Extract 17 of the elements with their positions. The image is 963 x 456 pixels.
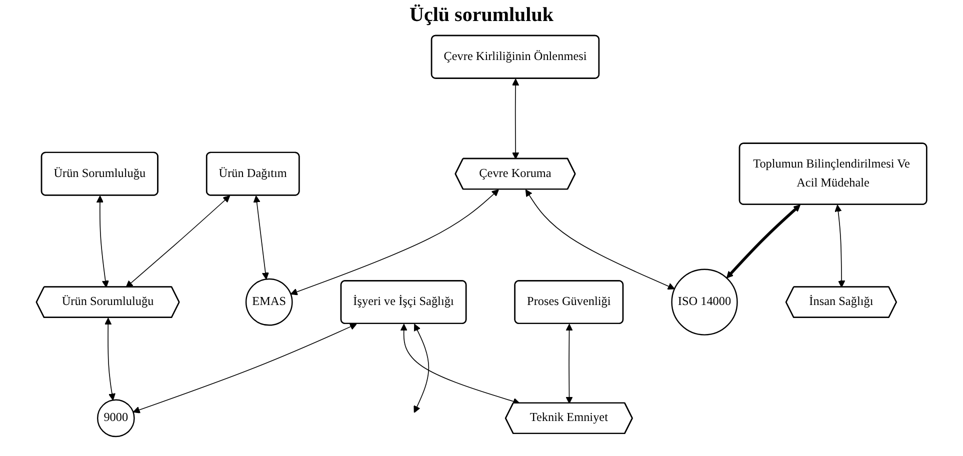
arrow [414, 324, 430, 413]
diagram-title: Üçlü sorumluluk [408, 4, 554, 27]
arrow [512, 78, 520, 160]
arrow [253, 196, 270, 280]
arrow [132, 323, 357, 414]
node-circle: EMAS [245, 278, 293, 326]
arrow [400, 324, 520, 405]
arrow [726, 204, 800, 278]
arrow [834, 204, 846, 288]
arrow [126, 195, 230, 288]
arrow [525, 189, 675, 290]
arrow [566, 324, 573, 404]
node-circle: ISO 14000 [671, 268, 738, 336]
arrow [290, 189, 499, 296]
arrow [96, 196, 109, 288]
node-circle: 9000 [97, 399, 135, 438]
arrow [104, 318, 116, 400]
